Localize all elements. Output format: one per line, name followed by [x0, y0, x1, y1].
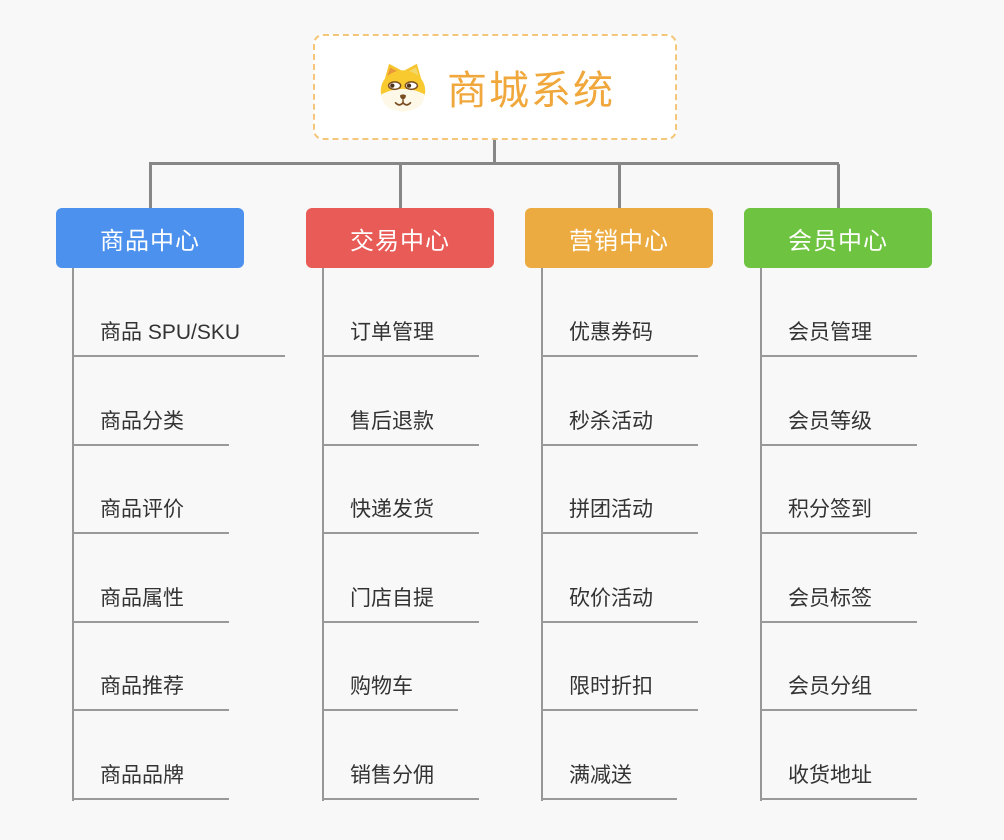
shiba-dog-icon: [380, 63, 426, 112]
leaf-node[interactable]: 商品分类: [72, 408, 229, 446]
leaf-node[interactable]: 售后退款: [322, 408, 479, 446]
branch-label: 商品中心: [100, 227, 200, 255]
leaf-node[interactable]: 砍价活动: [541, 585, 698, 623]
leaf-node[interactable]: 商品品牌: [72, 762, 229, 800]
connector-drop-marketing: [618, 164, 621, 209]
branch-node-products[interactable]: 商品中心: [56, 208, 244, 268]
leaf-node[interactable]: 会员分组: [760, 673, 917, 711]
branch-label: 营销中心: [569, 227, 669, 255]
leaf-node[interactable]: 优惠券码: [541, 319, 698, 357]
leaf-node[interactable]: 满减送: [541, 762, 677, 800]
connector-root-stub: [493, 140, 496, 164]
connector-drop-member: [837, 164, 840, 209]
branch-label: 交易中心: [350, 227, 450, 255]
leaf-node[interactable]: 商品属性: [72, 585, 229, 623]
leaf-node[interactable]: 门店自提: [322, 585, 479, 623]
branch-node-trade[interactable]: 交易中心: [306, 208, 494, 268]
leaf-node[interactable]: 会员标签: [760, 585, 917, 623]
branch-node-member[interactable]: 会员中心: [744, 208, 932, 268]
leaf-node[interactable]: 购物车: [322, 673, 458, 711]
leaf-node[interactable]: 秒杀活动: [541, 408, 698, 446]
branch-label: 会员中心: [788, 227, 888, 255]
leaf-node[interactable]: 商品推荐: [72, 673, 229, 711]
leaf-node[interactable]: 销售分佣: [322, 762, 479, 800]
leaf-node[interactable]: 订单管理: [322, 319, 479, 357]
connector-drop-products: [149, 164, 152, 209]
leaf-node[interactable]: 限时折扣: [541, 673, 698, 711]
branch-node-marketing[interactable]: 营销中心: [525, 208, 713, 268]
leaf-node[interactable]: 收货地址: [760, 762, 917, 800]
trunk-line: [72, 268, 74, 801]
root-node[interactable]: 商城系统: [313, 34, 677, 140]
root-title: 商城系统: [447, 69, 615, 113]
connector-horizontal: [149, 162, 839, 165]
leaf-node[interactable]: 拼团活动: [541, 496, 698, 534]
leaf-node[interactable]: 会员管理: [760, 319, 917, 357]
leaf-node[interactable]: 会员等级: [760, 408, 917, 446]
trunk-line: [541, 268, 543, 801]
trunk-line: [760, 268, 762, 801]
leaf-node[interactable]: 积分签到: [760, 496, 917, 534]
leaf-node[interactable]: 快递发货: [322, 496, 479, 534]
trunk-line: [322, 268, 324, 801]
leaf-node[interactable]: 商品评价: [72, 496, 229, 534]
connector-drop-trade: [399, 164, 402, 209]
leaf-node[interactable]: 商品 SPU/SKU: [72, 319, 286, 357]
